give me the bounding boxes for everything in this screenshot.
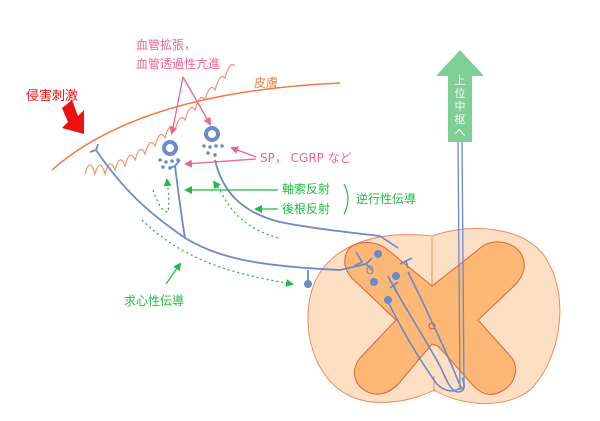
svg-text:位: 位 xyxy=(455,86,466,100)
vasodilation-label-line1: 血管拡張， xyxy=(136,37,196,52)
neuropeptides-arrow xyxy=(184,158,257,168)
blood-vessel-wavy-line xyxy=(84,63,236,177)
ascending-tract xyxy=(457,139,465,391)
neuropeptides-label: SP， CGRP など xyxy=(260,151,352,165)
svg-text:へ: へ xyxy=(455,126,466,139)
reflex-bracket xyxy=(343,183,349,215)
nerve-terminal-2 xyxy=(202,126,224,157)
svg-text:枢: 枢 xyxy=(455,112,466,126)
dorsal-root-ganglion-cell xyxy=(304,280,312,288)
afferent-conduction-arrow xyxy=(165,262,182,285)
spinal-cord xyxy=(307,228,561,405)
skin-line xyxy=(51,82,341,171)
axon-reflex-label: 軸索反射 xyxy=(282,181,330,196)
dorsal-horn-neuron-cell xyxy=(384,296,392,304)
afferent-conduction-label: 求心性伝導 xyxy=(124,294,184,308)
dorsal-horn-neuron-cell xyxy=(392,272,400,280)
vasodilation-arrow xyxy=(182,76,211,126)
skin-label: 皮膚 xyxy=(254,75,278,90)
svg-text:中: 中 xyxy=(455,100,466,113)
dorsal-horn-neuron-cell xyxy=(374,250,382,258)
svg-text:上: 上 xyxy=(455,74,466,87)
nerve-terminal-1 xyxy=(158,140,180,170)
to-higher-center-label: 上 位 中 枢 へ xyxy=(455,74,466,139)
dorsal-root-reflex-label: 後根反射 xyxy=(282,201,330,216)
neuropeptides-arrow xyxy=(230,146,257,158)
to-higher-center-arrow-icon xyxy=(436,50,484,142)
conduction-dotted-paths xyxy=(141,178,294,287)
dorsal-horn-neuron-cell xyxy=(370,278,378,286)
antidromic-conduction-label: 逆行性伝導 xyxy=(356,191,416,206)
noxious-stimulus-label: 侵害刺激 xyxy=(26,88,78,104)
synapse-marker xyxy=(366,265,374,275)
vasodilation-arrow xyxy=(169,76,184,135)
vasodilation-label-line2: 血管透過性亢進 xyxy=(136,56,220,71)
noxious-stimulus-arrow-icon xyxy=(62,100,84,134)
